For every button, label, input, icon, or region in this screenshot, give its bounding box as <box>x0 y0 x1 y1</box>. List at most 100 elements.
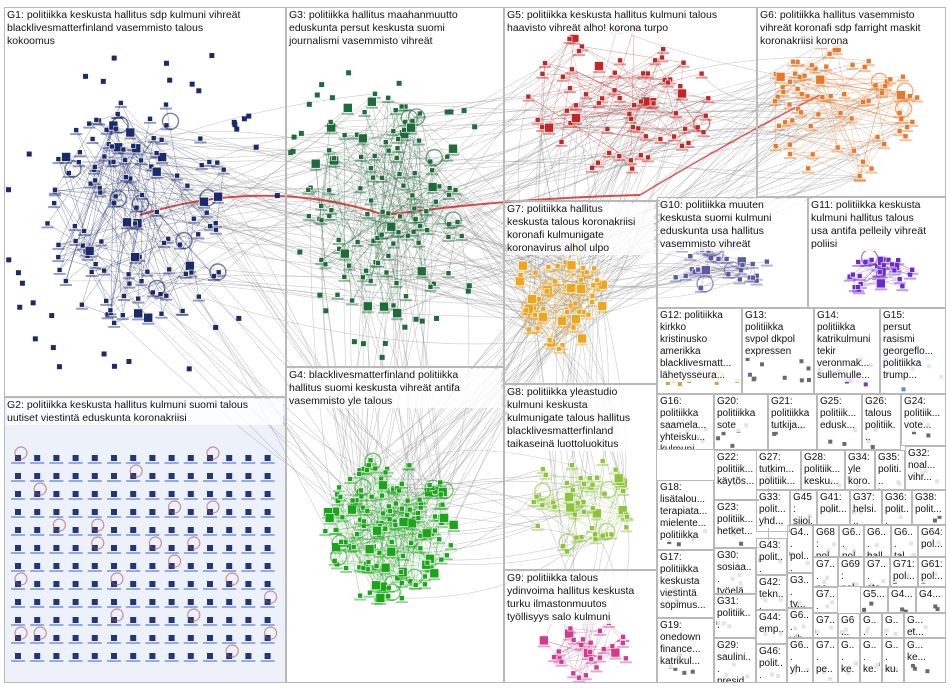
node-label <box>372 265 384 268</box>
node <box>410 228 417 235</box>
node <box>111 473 117 479</box>
group-label: G24: politiik... vote... <box>904 396 943 432</box>
node <box>149 599 156 605</box>
edge <box>54 189 76 242</box>
node-label <box>119 162 132 165</box>
node <box>226 545 233 551</box>
node-label <box>222 480 237 482</box>
node-label <box>315 263 328 265</box>
self-loop <box>33 482 47 496</box>
edge <box>111 146 598 281</box>
edge <box>108 137 420 145</box>
group-label: G6... hall... <box>867 527 888 556</box>
node-label <box>324 125 337 127</box>
node <box>80 242 86 249</box>
node-label <box>11 624 25 626</box>
group-label: G45: sijoi... <box>793 492 814 524</box>
node <box>397 213 403 220</box>
edge <box>581 46 706 116</box>
node <box>91 563 98 569</box>
node-label <box>392 142 405 144</box>
edge <box>718 258 740 280</box>
group-box-g6x6: G6... yh... <box>787 638 813 683</box>
node <box>207 491 213 497</box>
node-label <box>49 534 64 536</box>
node-label <box>174 247 186 250</box>
group-label: G6... po... <box>841 615 857 637</box>
node <box>168 581 175 587</box>
node <box>168 635 175 641</box>
self-loop <box>91 536 105 550</box>
node <box>91 509 98 515</box>
group-box-gx7: G... ke... <box>904 638 946 683</box>
node-label <box>204 229 217 232</box>
node <box>157 152 167 162</box>
node <box>424 227 431 233</box>
node <box>264 617 271 623</box>
edge <box>537 38 570 120</box>
node-label <box>195 168 208 171</box>
node-label <box>11 498 25 500</box>
edge <box>128 223 138 275</box>
edge <box>321 213 389 261</box>
node <box>322 261 329 268</box>
node <box>121 293 127 299</box>
node <box>432 198 439 205</box>
node-label <box>164 606 179 608</box>
node <box>88 269 95 275</box>
node <box>354 239 361 245</box>
edge <box>528 50 580 97</box>
self-loop <box>187 536 201 550</box>
edge <box>81 304 108 315</box>
node-label <box>87 588 102 590</box>
edge <box>826 66 845 95</box>
group-box-g38: G38: polit... <box>912 490 946 525</box>
node-label <box>222 606 237 608</box>
node <box>15 473 21 479</box>
node <box>149 635 156 641</box>
edge <box>210 213 368 229</box>
node-label <box>145 480 160 482</box>
edge <box>426 511 584 534</box>
edge <box>379 499 420 527</box>
node <box>149 491 156 497</box>
node-label <box>49 552 64 554</box>
self-loop <box>206 446 220 460</box>
node <box>187 455 194 461</box>
group-box-g12: G12: politiikka kirkko kristinusko ameri… <box>657 308 742 394</box>
edge <box>576 478 590 502</box>
node <box>91 491 98 497</box>
edge <box>789 81 918 98</box>
node <box>61 152 71 162</box>
node-label <box>49 462 64 464</box>
node <box>51 200 58 206</box>
node-label <box>98 273 111 276</box>
group-box-g7x2: G7... sto... <box>864 557 890 587</box>
node-label <box>147 141 160 144</box>
edge <box>381 478 577 538</box>
node-label <box>241 498 256 500</box>
node-label <box>406 528 419 531</box>
node-label <box>126 588 141 590</box>
node <box>184 182 191 189</box>
node <box>444 153 451 160</box>
edge <box>65 222 138 282</box>
node-label <box>401 238 414 241</box>
node-label <box>132 301 145 304</box>
group-label: G... ku... <box>885 640 901 682</box>
node-label <box>30 534 45 536</box>
node <box>367 278 374 284</box>
node <box>264 545 271 551</box>
node-label <box>368 570 381 573</box>
node <box>310 158 321 169</box>
self-loop <box>225 644 239 658</box>
node-label <box>155 316 168 319</box>
group-box-g41: G41: polit... <box>817 490 850 525</box>
group-box-g24: G24: politiik... vote... <box>901 394 946 446</box>
edge <box>308 189 415 209</box>
node-label <box>181 188 194 191</box>
edge <box>363 468 435 531</box>
node <box>328 207 335 213</box>
node <box>365 559 372 565</box>
group-label: G31: politiik... <box>717 596 753 632</box>
